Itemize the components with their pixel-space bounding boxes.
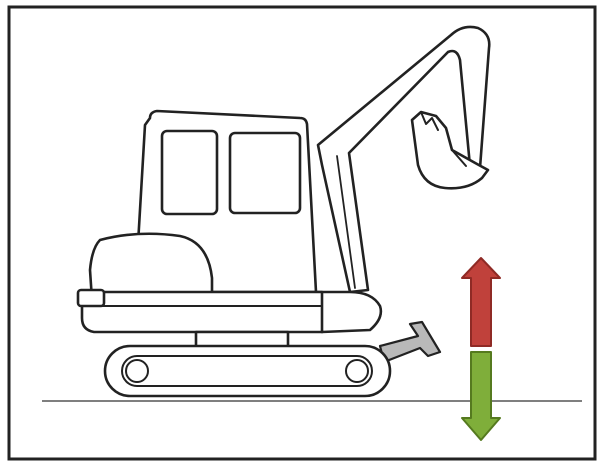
deck-step [78, 290, 104, 306]
track-idler-left [126, 360, 148, 382]
cab-window-right [230, 133, 300, 213]
cab-window-left [162, 131, 217, 214]
swing-bracket [316, 292, 381, 332]
engine-housing [90, 234, 212, 300]
track-inner [122, 356, 372, 386]
upper-deck [82, 292, 322, 332]
track-idler-right [346, 360, 368, 382]
